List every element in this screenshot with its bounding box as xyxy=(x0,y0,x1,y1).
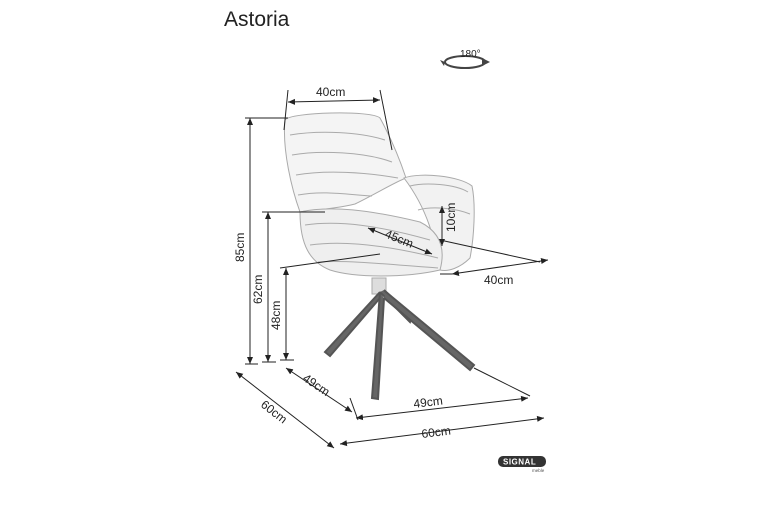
svg-text:SIGNAL: SIGNAL xyxy=(503,458,536,467)
overall-width-label: 60cm xyxy=(421,424,452,441)
base-width-label: 49cm xyxy=(413,394,444,411)
chair-illustration xyxy=(283,112,476,401)
armrest-gap-label: 10cm xyxy=(444,203,458,232)
product-title: Astoria xyxy=(224,8,290,31)
total-height-label: 85cm xyxy=(233,233,247,262)
seat-width-label: 40cm xyxy=(484,273,513,287)
seat-height-label: 48cm xyxy=(269,301,283,330)
armrest-height-label: 62cm xyxy=(251,275,265,304)
rotation-180-icon xyxy=(440,55,490,69)
base-depth-label: 49cm xyxy=(300,371,332,399)
svg-text:meble: meble xyxy=(532,468,545,473)
top-width-label: 40cm xyxy=(316,85,345,99)
signal-logo: SIGNAL meble xyxy=(498,456,546,473)
rotation-label: 180° xyxy=(460,49,481,60)
